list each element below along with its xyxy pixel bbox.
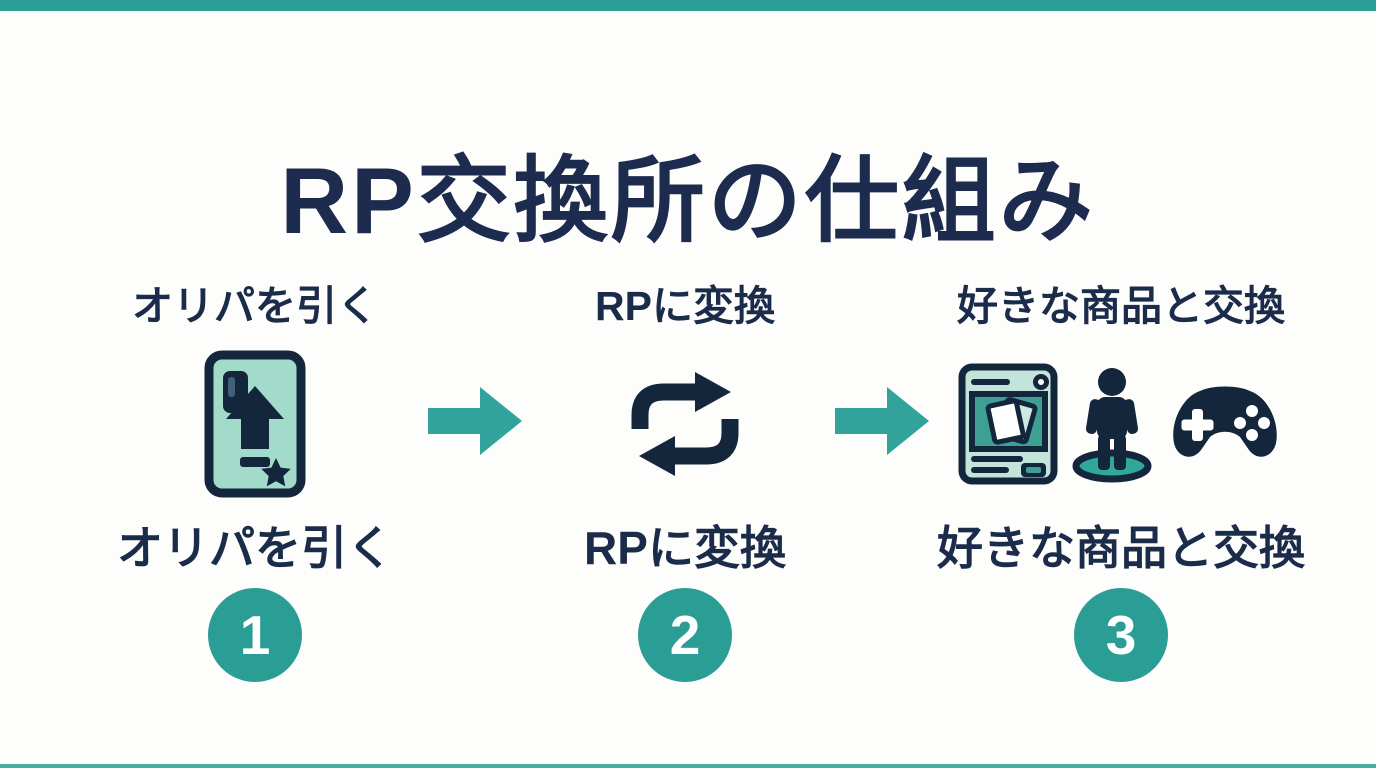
- step-2-icon-row: [505, 348, 865, 500]
- step-3-top-label: 好きな商品と交換: [957, 283, 1285, 329]
- page-title: RP交換所の仕組み: [280, 147, 1096, 253]
- step-3-number-badge: 3: [1074, 588, 1168, 682]
- step-2-bottom-label: RPに変換: [584, 522, 786, 574]
- step-2-number: 2: [669, 604, 701, 666]
- step-3-bottom-label: 好きな商品と交換: [937, 522, 1305, 574]
- step-1-top-label: オリパを引く: [132, 283, 378, 329]
- bottom-accent-bar: [0, 764, 1376, 768]
- step-2-top-label: RPに変換: [595, 283, 775, 329]
- game-controller-icon: [1166, 383, 1284, 465]
- step-3-icon-row: [925, 348, 1317, 500]
- step-2-number-badge: 2: [638, 588, 732, 682]
- step-2-column: RPに変換 RPに変換 2: [505, 272, 865, 742]
- step-1-number: 1: [239, 604, 271, 666]
- top-accent-bar: [0, 0, 1376, 11]
- figure-icon: [1071, 365, 1153, 483]
- step-1-bottom-label: オリパを引く: [117, 522, 393, 574]
- step-1-icon-row: [75, 348, 435, 500]
- step-3-number: 3: [1105, 604, 1137, 666]
- rp-convert-cycle-icon: [625, 365, 745, 483]
- right-arrow-icon: [835, 387, 929, 455]
- right-arrow-icon: [428, 387, 522, 455]
- product-card-icon: [958, 363, 1058, 485]
- step-1-column: オリパを引く オリパを引く 1: [75, 272, 435, 742]
- oripa-card-icon: [204, 350, 306, 498]
- step-3-column: 好きな商品と交換: [925, 272, 1317, 742]
- step-1-number-badge: 1: [208, 588, 302, 682]
